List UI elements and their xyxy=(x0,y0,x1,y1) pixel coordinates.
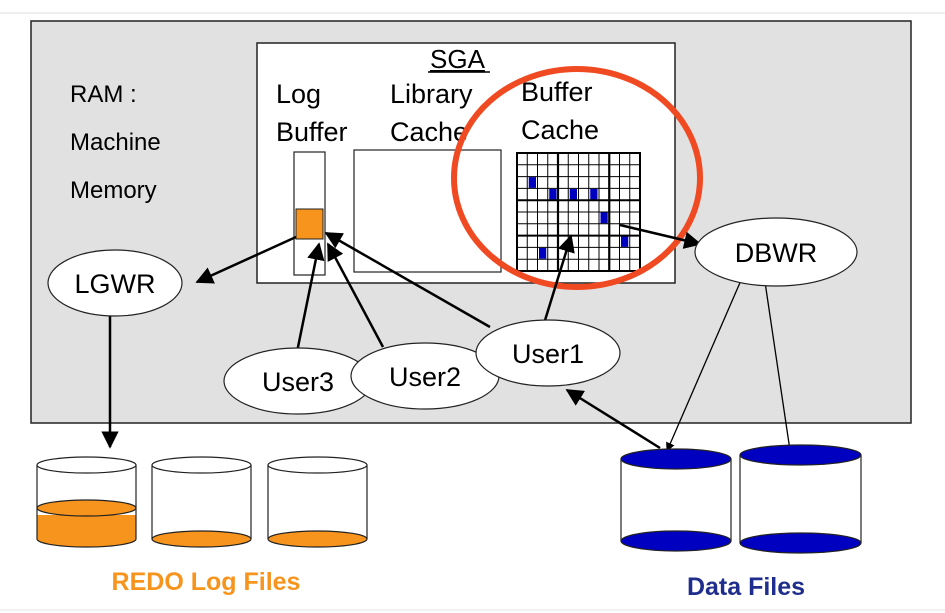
arrow-user1-to-buffercache xyxy=(540,234,575,331)
buffer-cache-dirty-block xyxy=(590,188,598,200)
arrow-buffercache-to-dbwr xyxy=(619,223,702,249)
buffer-cache-label-line2: Cache xyxy=(521,115,599,145)
lgwr-ellipse xyxy=(47,249,183,317)
sga-title: SGA xyxy=(430,44,486,74)
user2-process: User2 xyxy=(350,342,500,410)
buffer-cache-dirty-block xyxy=(539,247,547,259)
lgwr-label: LGWR xyxy=(75,269,156,299)
user1-label: User1 xyxy=(512,339,584,369)
data-file-2 xyxy=(739,444,862,554)
log-buffer-entry xyxy=(295,208,324,240)
library-cache-label-line1: Library xyxy=(390,79,473,109)
log-buffer-label-line2: Buffer xyxy=(276,117,348,147)
ram-label-line3: Memory xyxy=(70,177,157,204)
user1-ellipse xyxy=(475,319,621,387)
buffer-cache-grid xyxy=(516,152,641,272)
dbwr-label: DBWR xyxy=(735,238,818,268)
buffer-cache-highlight-circle xyxy=(451,66,703,290)
ram-label-line1: RAM : xyxy=(70,81,137,108)
log-buffer-label-line1: Log xyxy=(276,79,321,109)
user3-process: User3 xyxy=(223,347,373,415)
library-cache-label-line2: Cache xyxy=(390,117,468,147)
lgwr-process: LGWR xyxy=(47,249,183,317)
buffer-cache-dirty-block xyxy=(569,188,577,200)
data-file-1 xyxy=(620,448,732,552)
dbwr-ellipse xyxy=(694,217,858,287)
arrow-user2-to-logbuffer xyxy=(326,242,385,348)
arrow-user3-to-logbuffer xyxy=(295,242,325,353)
buffer-cache-dirty-block xyxy=(549,188,557,200)
buffer-cache-label-line1: Buffer xyxy=(521,77,593,107)
redo-log-file-2 xyxy=(151,456,252,548)
user1-process: User1 xyxy=(475,319,621,387)
buffer-cache-dirty-block xyxy=(621,236,629,247)
redo-log-files-caption: REDO Log Files xyxy=(112,568,301,596)
buffer-cache-dirty-block xyxy=(600,212,608,224)
redo-log-file-3 xyxy=(267,456,368,548)
redo-log-file-1 xyxy=(36,456,137,548)
library-cache-box xyxy=(353,149,502,273)
data-files-caption: Data Files xyxy=(687,573,805,601)
arrow-user1-to-logbuffer xyxy=(324,231,491,329)
ram-label-line2: Machine xyxy=(70,129,161,156)
buffer-cache-dirty-block xyxy=(528,177,536,188)
user2-label: User2 xyxy=(389,362,461,392)
dbwr-process: DBWR xyxy=(694,217,858,287)
arrow-logbuffer-to-lgwr xyxy=(195,235,297,284)
user3-label: User3 xyxy=(262,367,334,397)
arrow-dbwr-to-datafile1 xyxy=(666,277,743,452)
arrow-datafile-to-user1 xyxy=(565,388,661,450)
